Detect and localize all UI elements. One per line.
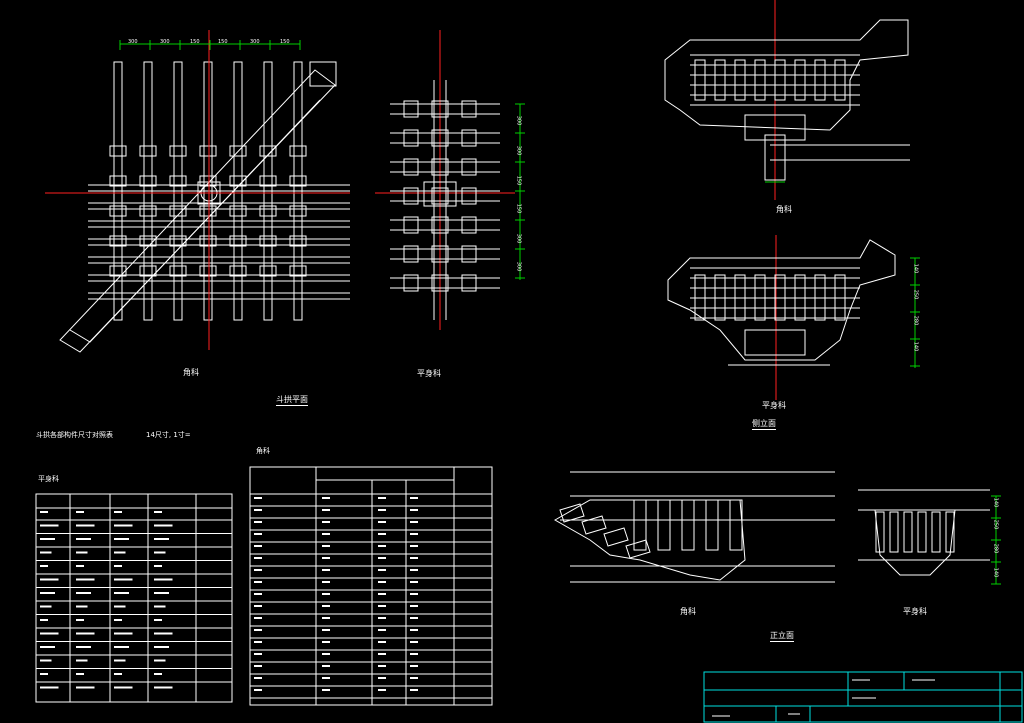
plan-block <box>169 265 187 277</box>
dim-top-5: 150 <box>280 39 290 45</box>
plan-diagonal-beam <box>59 69 336 353</box>
table-note: 斗拱各部构件尺寸对照表 <box>36 431 113 439</box>
dim-fr-2: 280 <box>992 543 999 554</box>
title-plan: 斗拱平面 <box>276 395 308 406</box>
plan-block <box>139 175 157 187</box>
plan-block <box>259 145 277 157</box>
dim-pr-5: 300 <box>515 261 522 272</box>
table-left-title: 平身科 <box>38 475 59 483</box>
elev1-outline <box>664 19 909 131</box>
table-left <box>35 493 233 703</box>
plan-block <box>169 205 187 217</box>
plan-block <box>229 205 247 217</box>
plan-block <box>289 175 307 187</box>
elev2-outline <box>667 239 896 361</box>
dim-fr-3: 140 <box>992 567 999 578</box>
plan-block <box>109 145 127 157</box>
dim-top-1: 300 <box>160 39 170 45</box>
plan-block <box>109 265 127 277</box>
dim-sr-1: 250 <box>912 289 919 300</box>
plan-block <box>289 205 307 217</box>
plan-beam-head <box>309 61 337 87</box>
plan-block <box>259 175 277 187</box>
table-right-title: 角科 <box>256 447 270 455</box>
plan-block <box>139 265 157 277</box>
dim-sr-0: 140 <box>912 263 919 274</box>
plan-block <box>199 145 217 157</box>
dim-pr-2: 150 <box>515 175 522 186</box>
label-front-main: 平身科 <box>903 607 927 616</box>
plan-block <box>139 145 157 157</box>
plan-block <box>109 235 127 247</box>
plan-block <box>169 175 187 187</box>
plan-block <box>199 235 217 247</box>
dim-pr-1: 300 <box>515 145 522 156</box>
title-front: 正立面 <box>770 631 794 642</box>
plan-block <box>169 145 187 157</box>
plan-block <box>139 235 157 247</box>
dim-sr-3: 140 <box>912 341 919 352</box>
plan-block <box>199 175 217 187</box>
plan-diagonal-inner <box>69 99 321 343</box>
plan2-center-block <box>423 181 457 207</box>
label-front-corner: 角科 <box>680 607 696 616</box>
label-elev-main: 平身科 <box>762 401 786 410</box>
dim-pr-0: 300 <box>515 115 522 126</box>
plan-block <box>229 145 247 157</box>
plan-block <box>289 145 307 157</box>
dim-sr-2: 280 <box>912 315 919 326</box>
dim-top-2: 150 <box>190 39 200 45</box>
plan-block <box>109 175 127 187</box>
front-main-outline <box>874 509 956 576</box>
plan-block <box>229 235 247 247</box>
table-right <box>249 466 493 706</box>
plan-block <box>229 265 247 277</box>
plan-block <box>289 265 307 277</box>
dim-pr-3: 150 <box>515 203 522 214</box>
label-plan-main: 平身科 <box>417 369 441 378</box>
plan-block <box>199 265 217 277</box>
label-plan-corner: 角科 <box>183 368 199 377</box>
plan-block <box>259 205 277 217</box>
plan-block <box>199 205 217 217</box>
table-note-unit: 14尺寸, 1寸= <box>146 431 191 439</box>
front-corner-outline <box>553 499 746 581</box>
plan-block <box>289 235 307 247</box>
plan-block <box>259 235 277 247</box>
plan-block <box>109 205 127 217</box>
title-side: 侧立面 <box>752 419 776 430</box>
dim-top-3: 150 <box>218 39 228 45</box>
plan-block <box>139 205 157 217</box>
plan-block <box>259 265 277 277</box>
dim-pr-4: 300 <box>515 233 522 244</box>
dim-top-4: 300 <box>250 39 260 45</box>
dim-top-0: 300 <box>128 39 138 45</box>
label-elev-corner: 角科 <box>776 205 792 214</box>
dim-fr-1: 250 <box>992 519 999 530</box>
dim-fr-0: 140 <box>992 497 999 508</box>
title-block <box>703 671 1023 723</box>
